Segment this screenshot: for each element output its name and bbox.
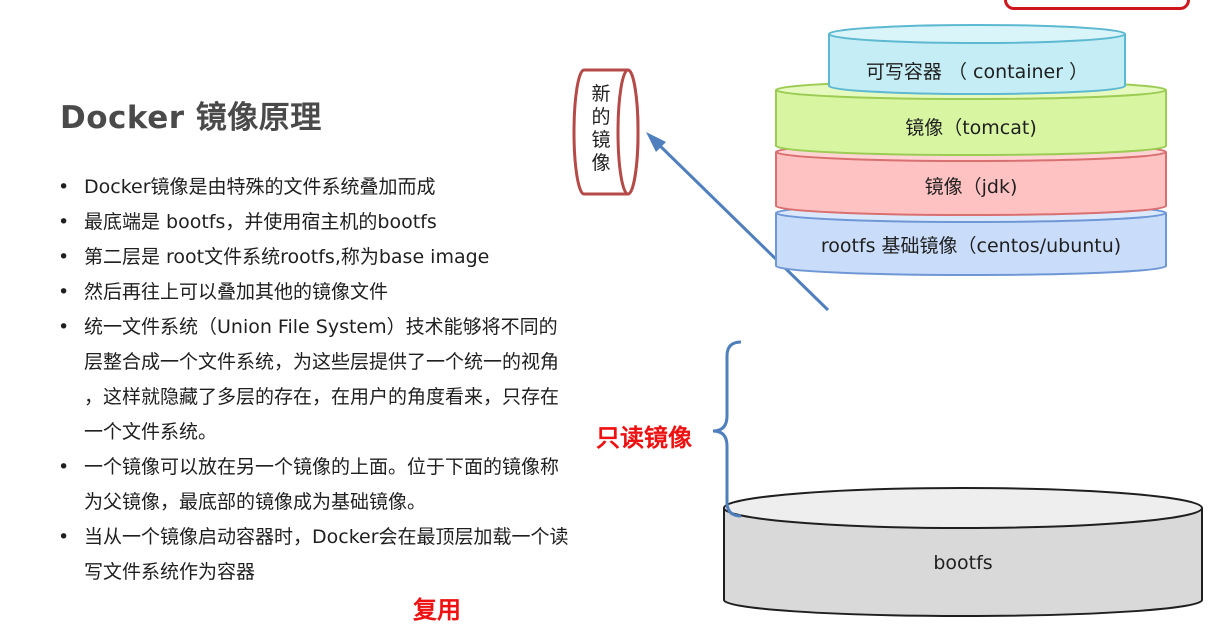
- bullet-item: 第二层是 root文件系统rootfs,称为base image: [58, 240, 598, 275]
- new-image-label-char: 镜: [591, 129, 611, 151]
- readonly-brace: [712, 340, 742, 518]
- jdk-layer-label: 镜像（jdk): [924, 176, 1018, 198]
- bullet-line: 为父镜像，最底部的镜像成为基础镜像。: [84, 491, 427, 513]
- new-image-label-char: 的: [591, 106, 611, 128]
- bullet-item: 统一文件系统（Union File System）技术能够将不同的层整合成一个文…: [58, 310, 598, 450]
- bullet-item: 然后再往上可以叠加其他的镜像文件: [58, 275, 598, 310]
- bullet-line: 一个文件系统。: [84, 421, 218, 443]
- new-image-cylinder: [572, 68, 640, 196]
- bullet-text: 然后再往上可以叠加其他的镜像文件: [84, 275, 598, 310]
- tomcat-layer-label: 镜像（tomcat): [905, 117, 1037, 139]
- new-image-label: 新的镜像: [584, 83, 618, 175]
- bullet-line: 最底端是 bootfs，并使用宿主机的bootfs: [84, 211, 437, 233]
- container-layer-label: 可写容器 （ container ）: [865, 61, 1089, 83]
- bullet-line: 写文件系统作为容器: [84, 561, 256, 583]
- bullet-text: Docker镜像是由特殊的文件系统叠加而成: [84, 170, 598, 205]
- new-image-label-char: 新: [591, 83, 611, 105]
- bullet-line: 统一文件系统（Union File System）技术能够将不同的: [84, 316, 558, 338]
- container-layer: [828, 24, 1126, 95]
- bullet-item: 最底端是 bootfs，并使用宿主机的bootfs: [58, 205, 598, 240]
- bullet-line: 然后再往上可以叠加其他的镜像文件: [84, 281, 389, 303]
- bullet-line: 当从一个镜像启动容器时，Docker会在最顶层加载一个读: [84, 526, 569, 548]
- bullet-text: 最底端是 bootfs，并使用宿主机的bootfs: [84, 205, 598, 240]
- rootfs-layer-label: rootfs 基础镜像（centos/ubuntu): [820, 235, 1122, 257]
- bullet-list: Docker镜像是由特殊的文件系统叠加而成最底端是 bootfs，并使用宿主机的…: [58, 170, 598, 590]
- bullet-item: Docker镜像是由特殊的文件系统叠加而成: [58, 170, 598, 205]
- new-image-cap: [616, 68, 640, 196]
- bootfs-cylinder: [723, 487, 1203, 617]
- readonly-image-label: 只读镜像: [596, 424, 692, 452]
- top-accent-bar: [1004, 0, 1190, 10]
- bullet-text: 统一文件系统（Union File System）技术能够将不同的层整合成一个文…: [84, 310, 598, 450]
- bullet-item: 一个镜像可以放在另一个镜像的上面。位于下面的镜像称为父镜像，最底部的镜像成为基础…: [58, 450, 598, 520]
- bullet-line: Docker镜像是由特殊的文件系统叠加而成: [84, 176, 436, 198]
- bullet-text: 第二层是 root文件系统rootfs,称为base image: [84, 240, 598, 275]
- bullet-line: ，这样就隐藏了多层的存在，在用户的角度看来，只存在: [84, 386, 560, 408]
- bullet-text: 一个镜像可以放在另一个镜像的上面。位于下面的镜像称为父镜像，最底部的镜像成为基础…: [84, 450, 598, 520]
- bootfs-layer-label: bootfs: [933, 552, 993, 574]
- arrow-to-new-image: [646, 132, 830, 312]
- bullet-line: 第二层是 root文件系统rootfs,称为base image: [84, 246, 490, 268]
- reuse-label: 复用: [413, 596, 461, 624]
- page-title: Docker 镜像原理: [60, 100, 322, 136]
- bullet-line: 一个镜像可以放在另一个镜像的上面。位于下面的镜像称: [84, 456, 560, 478]
- new-image-label-char: 像: [591, 152, 611, 174]
- bullet-line: 层整合成一个文件系统，为这些层提供了一个统一的视角: [84, 351, 560, 373]
